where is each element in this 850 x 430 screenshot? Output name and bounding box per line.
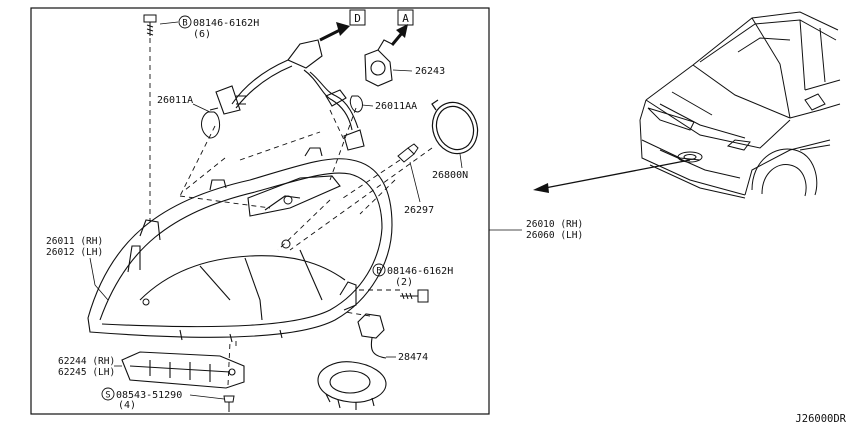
label-28474: 28474 — [398, 352, 428, 363]
arrow-to-a — [390, 24, 408, 46]
car-illustration — [639, 11, 841, 199]
dashed-leaders — [149, 38, 433, 386]
car-pointer-arrow — [533, 159, 691, 193]
bolt-top-part-number: 08146-6162H — [193, 18, 259, 29]
label-62244-rh: 62244 (RH) — [58, 356, 115, 367]
ref-box-d-label: D — [354, 12, 361, 25]
ballast-28474 — [317, 313, 387, 410]
reflector-screw-2 — [281, 239, 291, 249]
screw-bottom — [223, 395, 235, 412]
arrow-to-d — [319, 22, 350, 42]
bolt-top-qty: (6) — [193, 29, 211, 40]
assembly-frame — [30, 7, 490, 415]
callout-bolt-mid: B 08146-6162H (2) — [372, 263, 453, 288]
ref-box-d: D — [349, 9, 366, 26]
label-26011-rh: 26011 (RH) — [46, 236, 103, 247]
wiring-harness — [215, 39, 365, 151]
label-26800n: 26800N — [432, 170, 468, 181]
bulb-26297 — [397, 143, 419, 163]
callout-bolt-top: B 08146-6162H (6) — [159, 15, 259, 40]
bulb-26011a — [201, 107, 220, 139]
label-26012-lh: 26012 (LH) — [46, 247, 103, 258]
screw-part-number: 08543-51290 — [116, 390, 182, 401]
ref-box-a-label: A — [402, 12, 409, 25]
bolt-mid — [400, 289, 429, 303]
headlamp-housing — [87, 147, 393, 343]
label-26011a: 26011A — [157, 95, 193, 106]
socket-26243 — [364, 39, 393, 87]
callout-screw: S 08543-51290 (4) — [101, 387, 225, 411]
bracket-62244 — [121, 351, 245, 389]
circle-b-top: B — [182, 19, 187, 29]
lens-mark — [142, 298, 150, 306]
bolt-mid-qty: (2) — [395, 277, 413, 288]
circle-b-mid: B — [376, 267, 381, 277]
label-62245-lh: 62245 (LH) — [58, 367, 115, 378]
label-26297: 26297 — [404, 205, 434, 216]
reflector-screw — [283, 195, 293, 205]
label-26243: 26243 — [415, 66, 445, 77]
circle-s: S — [105, 391, 110, 401]
ref-box-a: A — [397, 9, 414, 26]
cap-26800n — [431, 99, 479, 155]
diagram-code: J26000DR — [795, 413, 846, 425]
label-26060-lh: 26060 (LH) — [526, 230, 583, 241]
label-26011aa: 26011AA — [375, 101, 417, 112]
bulb-26011aa — [349, 95, 363, 113]
bolt-mid-part-number: 08146-6162H — [387, 266, 453, 277]
bolt-top — [143, 14, 157, 36]
screw-qty: (4) — [118, 400, 136, 411]
label-26010-rh: 26010 (RH) — [526, 219, 583, 230]
